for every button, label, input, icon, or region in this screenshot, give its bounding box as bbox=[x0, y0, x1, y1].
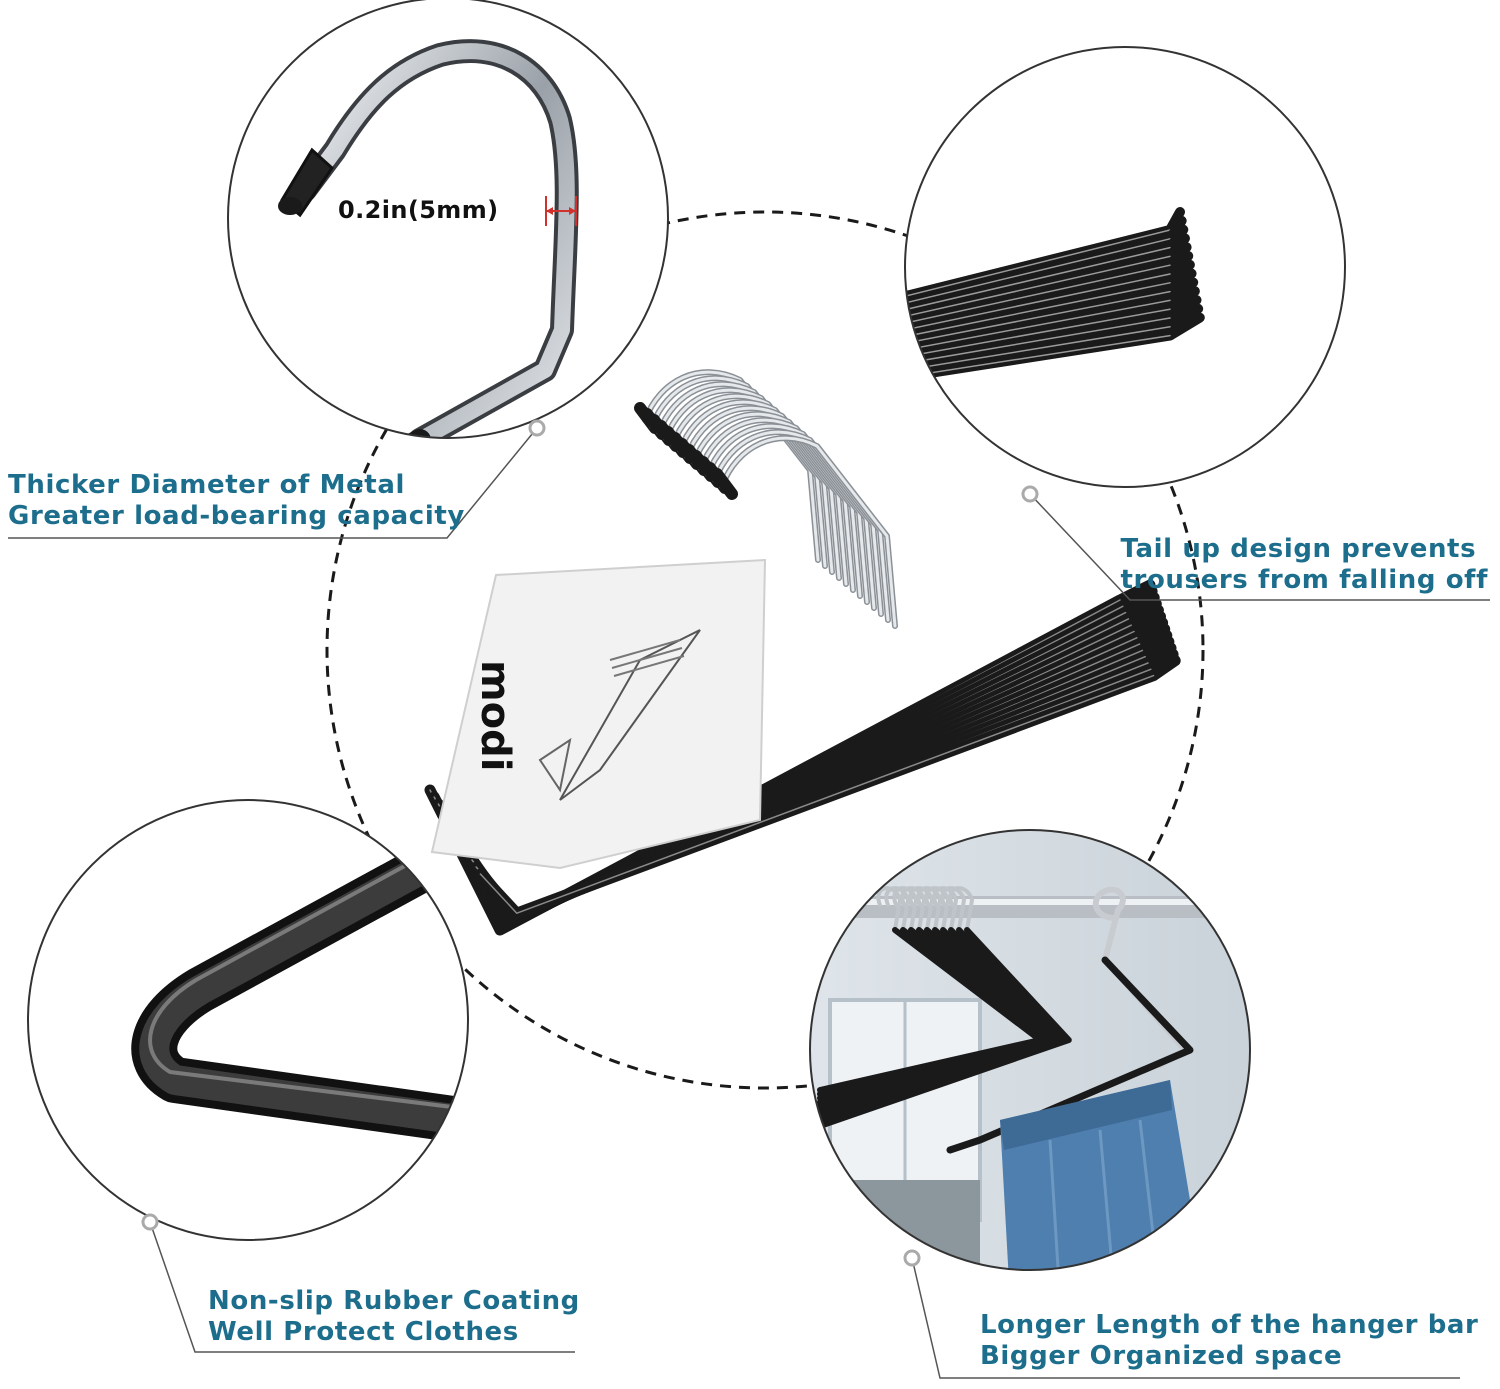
hook-detail-circle bbox=[227, 0, 669, 439]
leader-line-length bbox=[911, 1257, 1460, 1379]
hanger-stack-icon bbox=[424, 369, 1181, 936]
dashed-ring bbox=[325, 210, 1205, 1090]
hook-closeup-icon bbox=[278, 39, 579, 438]
callout-length-line1: Longer Length of the hanger bar bbox=[980, 1310, 1479, 1340]
callout-diameter-line2: Greater load-bearing capacity bbox=[8, 501, 465, 531]
leader-line-coating bbox=[149, 1221, 575, 1353]
anchor-dot-coating bbox=[141, 1213, 159, 1231]
callout-diameter-line1: Thicker Diameter of Metal bbox=[8, 470, 405, 500]
rack-detail-circle bbox=[809, 829, 1251, 1271]
rubber-corner-icon bbox=[131, 847, 468, 1143]
tail-bars-icon bbox=[905, 207, 1205, 385]
callout-tail: Tail up design prevents trousers from fa… bbox=[1121, 534, 1488, 596]
brand-label: modi bbox=[472, 660, 518, 772]
paper-band bbox=[430, 558, 767, 870]
leader-line-tail bbox=[1029, 493, 1490, 601]
callout-coating: Non-slip Rubber Coating Well Protect Clo… bbox=[208, 1286, 580, 1348]
corner-detail-circle bbox=[27, 799, 469, 1241]
anchor-dot-length bbox=[903, 1249, 921, 1267]
anchor-dot-diameter bbox=[528, 419, 546, 437]
callout-tail-line2: trousers from falling off bbox=[1120, 565, 1488, 595]
callout-coating-line2: Well Protect Clothes bbox=[208, 1317, 519, 1347]
callout-length-line2: Bigger Organized space bbox=[980, 1341, 1343, 1371]
diameter-measurement: 0.2in(5mm) bbox=[338, 196, 499, 224]
callout-tail-line1: Tail up design prevents bbox=[1120, 534, 1477, 564]
anchor-dot-tail bbox=[1021, 485, 1039, 503]
callout-length: Longer Length of the hanger bar Bigger O… bbox=[980, 1310, 1478, 1372]
tail-detail-circle bbox=[904, 46, 1346, 488]
callout-diameter: Thicker Diameter of Metal Greater load-b… bbox=[8, 470, 465, 532]
leader-line-diameter bbox=[8, 427, 538, 539]
callout-coating-line1: Non-slip Rubber Coating bbox=[208, 1286, 580, 1316]
